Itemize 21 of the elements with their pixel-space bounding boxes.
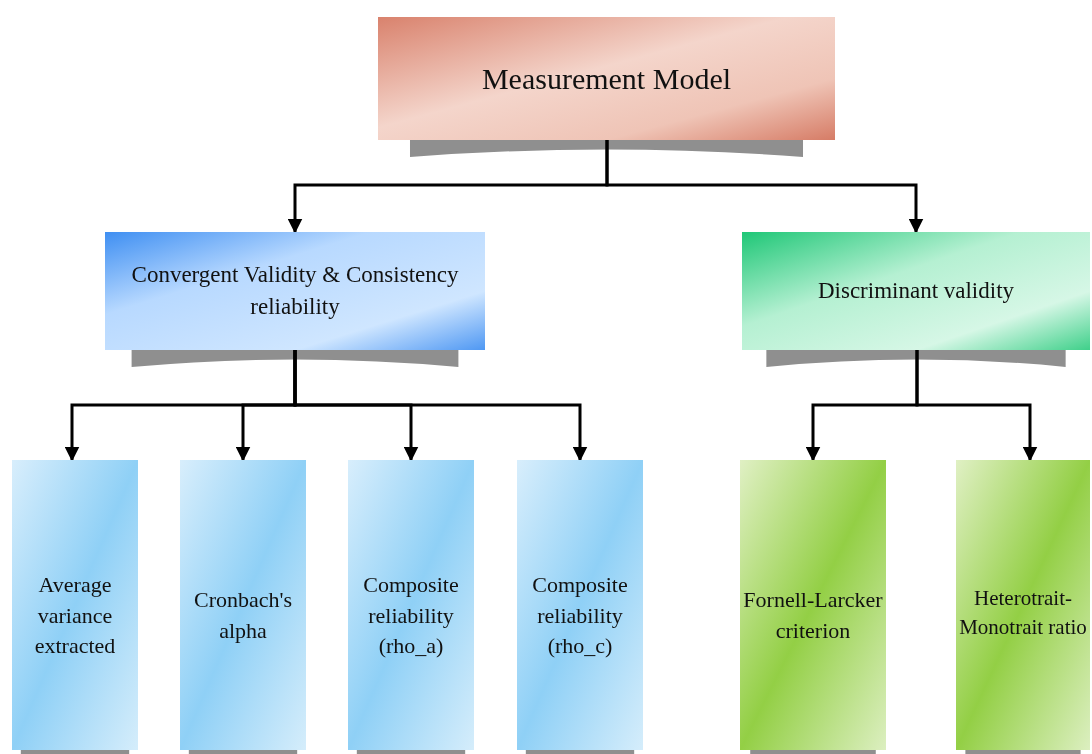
box-label: Composite reliability (rho_a) [362, 570, 460, 661]
method-box [348, 460, 474, 750]
arrow [293, 350, 588, 462]
box-label: Cronbach's alpha [192, 586, 294, 645]
category-box [105, 232, 485, 350]
method-box [740, 460, 886, 750]
method-box [180, 460, 306, 750]
box-label: Composite reliability (rho_c) [531, 570, 629, 661]
method-box [517, 460, 643, 750]
arrow [915, 350, 1038, 462]
box-label: Discriminant validity [816, 276, 1016, 305]
method-box [12, 460, 138, 750]
title-box [378, 17, 835, 140]
title-text: Measurement Model [480, 60, 733, 97]
category-box [742, 232, 1090, 350]
box-label: Convergent Validity & Consistency reliability [130, 260, 460, 321]
box-label: Fornell-Larcker criterion [742, 586, 884, 645]
arrow [605, 140, 924, 234]
box-label: Heterotrait-Monotrait ratio [958, 584, 1088, 641]
method-box [956, 460, 1090, 750]
box-label: Average variance extracted [33, 570, 117, 661]
